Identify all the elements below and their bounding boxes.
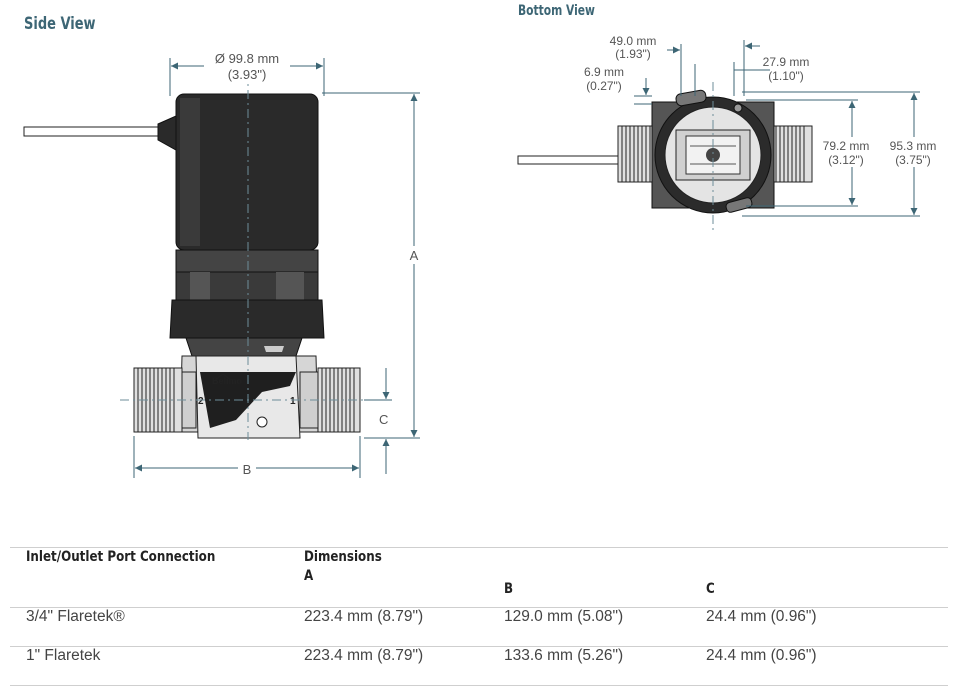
dim-c-label: C	[379, 412, 388, 427]
header-dimensions-a: Dimensions A	[288, 547, 488, 608]
header-a: A	[304, 568, 314, 584]
actuator-collar	[175, 249, 319, 273]
cell-a: 223.4 mm (8.79")	[288, 646, 488, 686]
bottom-d3-mm: 27.9 mm	[763, 55, 810, 69]
port-1-label: 1	[290, 396, 296, 407]
bottom-d5-in: (3.75")	[895, 153, 931, 167]
port-2-label: 2	[198, 396, 204, 407]
actuator-base	[169, 299, 325, 339]
dim-b-label: B	[243, 462, 252, 477]
bottom-d4-in: (3.12")	[828, 153, 864, 167]
cell-connection: 3/4" Flaretek®	[10, 607, 288, 647]
side-view-title: Side View	[24, 14, 96, 34]
bottom-d2-mm: 6.9 mm	[584, 65, 624, 79]
table-row: 1" Flaretek 223.4 mm (8.79") 133.6 mm (5…	[10, 646, 948, 686]
diameter-mm: Ø 99.8 mm	[215, 51, 279, 66]
cell-c: 24.4 mm (0.96")	[690, 646, 948, 686]
technical-drawing: Belimo 2 1	[23, 34, 944, 478]
diameter-in: (3.93")	[228, 67, 267, 82]
bottom-d4-mm: 79.2 mm	[823, 139, 870, 153]
brand-mark: Belimo	[212, 376, 243, 386]
table-row: 3/4" Flaretek® 223.4 mm (8.79") 129.0 mm…	[10, 607, 948, 647]
cell-connection: 1" Flaretek	[10, 646, 288, 686]
bottom-right-port	[771, 125, 813, 183]
side-view-drawing: Belimo 2 1	[23, 48, 422, 478]
cell-b: 129.0 mm (5.08")	[488, 607, 690, 647]
bottom-left-port	[617, 125, 657, 183]
bottom-d5-mm: 95.3 mm	[890, 139, 937, 153]
header-connection: Inlet/Outlet Port Connection	[10, 547, 288, 608]
cell-a: 223.4 mm (8.79")	[288, 607, 488, 647]
bottom-d3-in: (1.10")	[768, 69, 804, 83]
bottom-d2-in: (0.27")	[586, 79, 622, 93]
cable	[23, 126, 165, 137]
header-b: B	[488, 547, 690, 608]
cell-c: 24.4 mm (0.96")	[690, 607, 948, 647]
dim-a-label: A	[410, 248, 419, 263]
bottom-view-drawing: 49.0 mm (1.93") 6.9 mm (0.27") 27.9 mm (…	[517, 34, 944, 232]
bottom-view-title: Bottom View	[518, 3, 595, 19]
header-c: C	[690, 547, 948, 608]
cable-gland	[157, 115, 177, 151]
bottom-d1-mm: 49.0 mm	[610, 34, 657, 48]
dimensions-table: Inlet/Outlet Port Connection Dimensions …	[10, 547, 948, 686]
bottom-d1-in: (1.93")	[615, 47, 651, 61]
cell-b: 133.6 mm (5.26")	[488, 646, 690, 686]
table-header-row: Inlet/Outlet Port Connection Dimensions …	[10, 547, 948, 608]
